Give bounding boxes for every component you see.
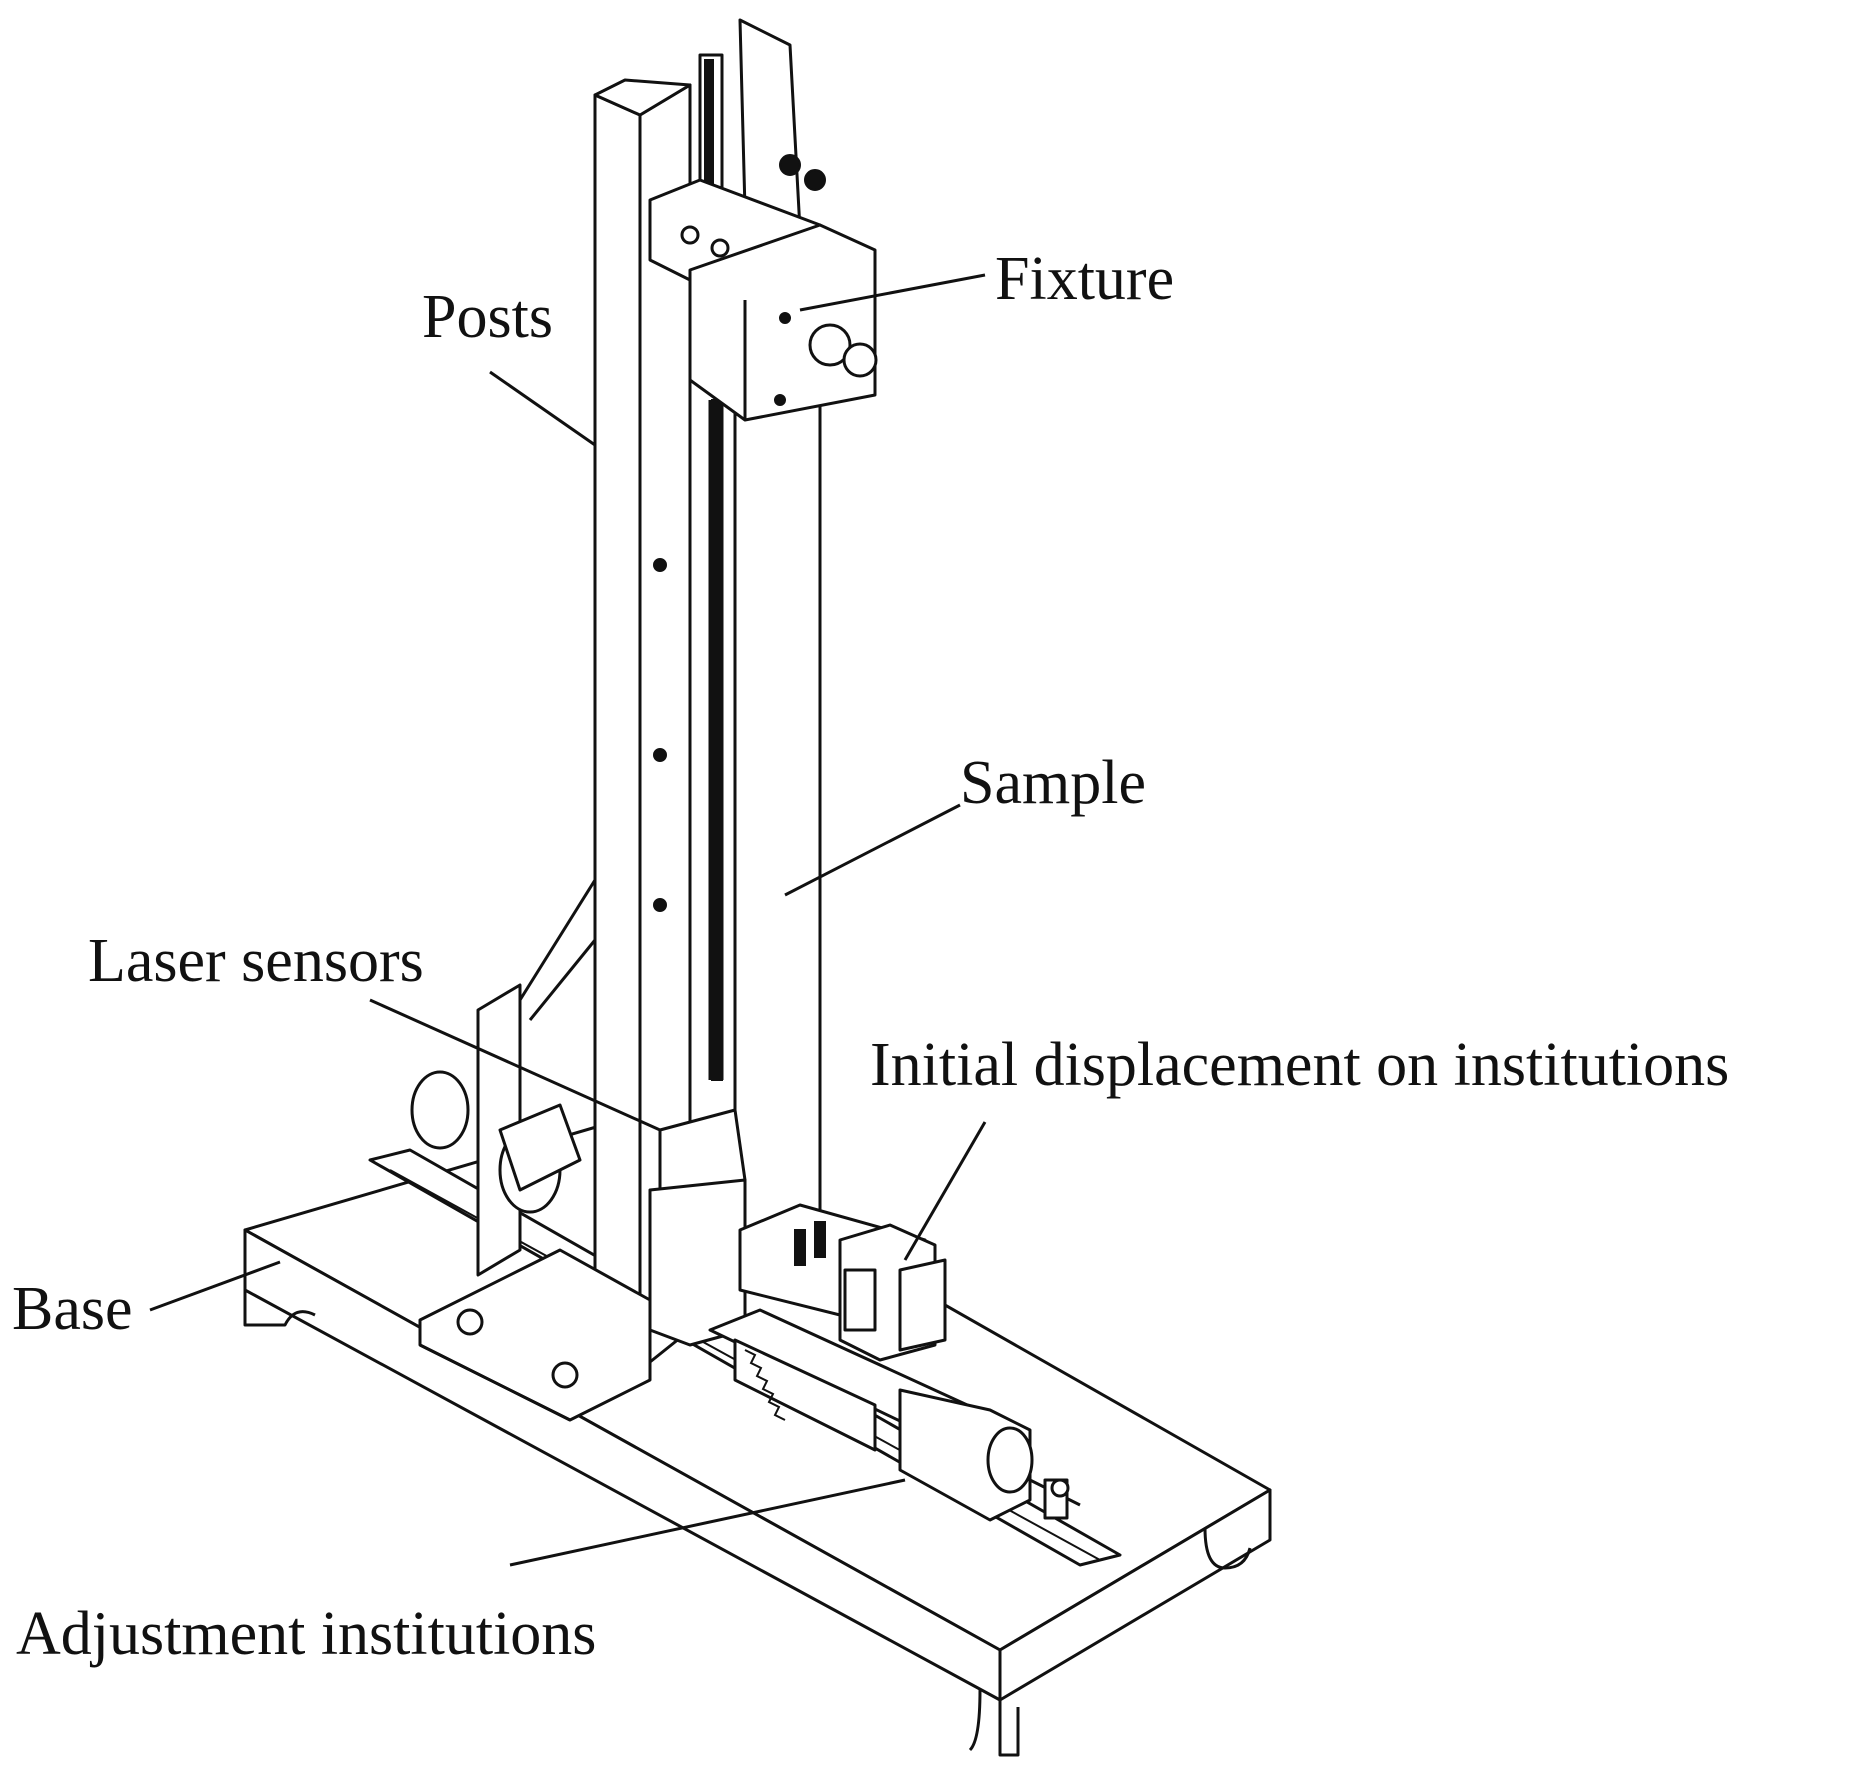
label-initial-displacement: Initial displacement on institutions: [870, 1031, 1730, 1099]
fixture-block: [648, 18, 878, 422]
label-base: Base: [12, 1275, 133, 1343]
label-adjustment-institutions: Adjustment institutions: [16, 1600, 597, 1668]
leader-lines: [149, 273, 987, 1567]
adjustment-mechanism: [708, 1308, 1081, 1522]
label-fixture: Fixture: [995, 245, 1175, 313]
label-laser-sensors: Laser sensors: [88, 927, 424, 995]
posts: [418, 78, 692, 1422]
displacement-mechanism: [738, 1203, 947, 1362]
label-sample: Sample: [960, 749, 1146, 817]
laser-sensor-mount: [410, 879, 747, 1347]
label-posts: Posts: [422, 283, 553, 351]
